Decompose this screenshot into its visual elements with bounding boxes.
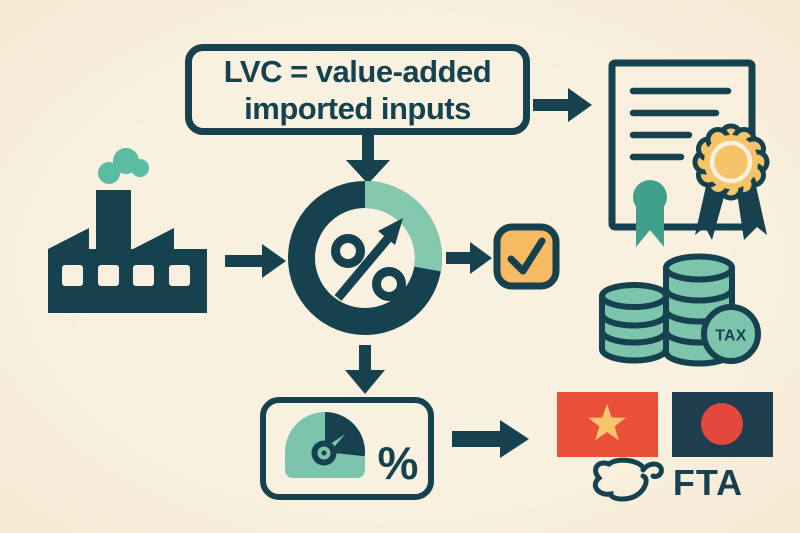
gauge-percent-symbol: % — [378, 437, 419, 489]
arrow-definition-to-certificate — [533, 88, 592, 122]
factory-icon — [48, 148, 207, 313]
checkbox-checked-icon — [493, 223, 560, 290]
checkmark-icon — [507, 237, 546, 275]
definition-line2: imported inputs — [244, 90, 471, 126]
arrow-gauge-to-fta — [452, 420, 529, 458]
seal-rosette-icon — [692, 123, 770, 240]
signature-squiggle-icon — [592, 457, 664, 502]
fta-group: FTA — [557, 392, 773, 503]
factory-building — [48, 190, 207, 313]
flag-red-circle — [701, 403, 743, 445]
lvc-ratio-donut-icon — [288, 181, 442, 335]
arrow-ratio-to-checkbox — [446, 242, 492, 274]
coin-stack-left — [599, 282, 669, 364]
fta-label: FTA — [673, 462, 743, 503]
percent-arrow-icon — [331, 218, 406, 301]
ribbon-icon — [633, 180, 667, 247]
certificate-icon — [608, 59, 770, 247]
smoke-icon — [98, 148, 149, 184]
arrow-definition-to-ratio — [346, 133, 390, 184]
vietnam-star-icon — [588, 404, 626, 441]
certificate-text-lines — [629, 87, 732, 161]
donut-teal-segment — [364, 181, 442, 272]
flow-arrows — [225, 88, 592, 458]
factory-windows — [62, 265, 190, 286]
gauge-icon: % — [260, 397, 434, 500]
definition-line1: LVC = value-added — [223, 53, 492, 89]
tax-coin: TAX — [701, 304, 761, 364]
definition-box: LVC = value-added imported inputs — [185, 44, 530, 135]
tax-coins-icon: TAX — [599, 253, 761, 367]
gauge-hub-dot — [321, 450, 327, 456]
arrow-factory-to-ratio — [225, 244, 286, 278]
tax-label: TAX — [715, 328, 747, 345]
arrow-ratio-to-gauge — [345, 345, 385, 394]
